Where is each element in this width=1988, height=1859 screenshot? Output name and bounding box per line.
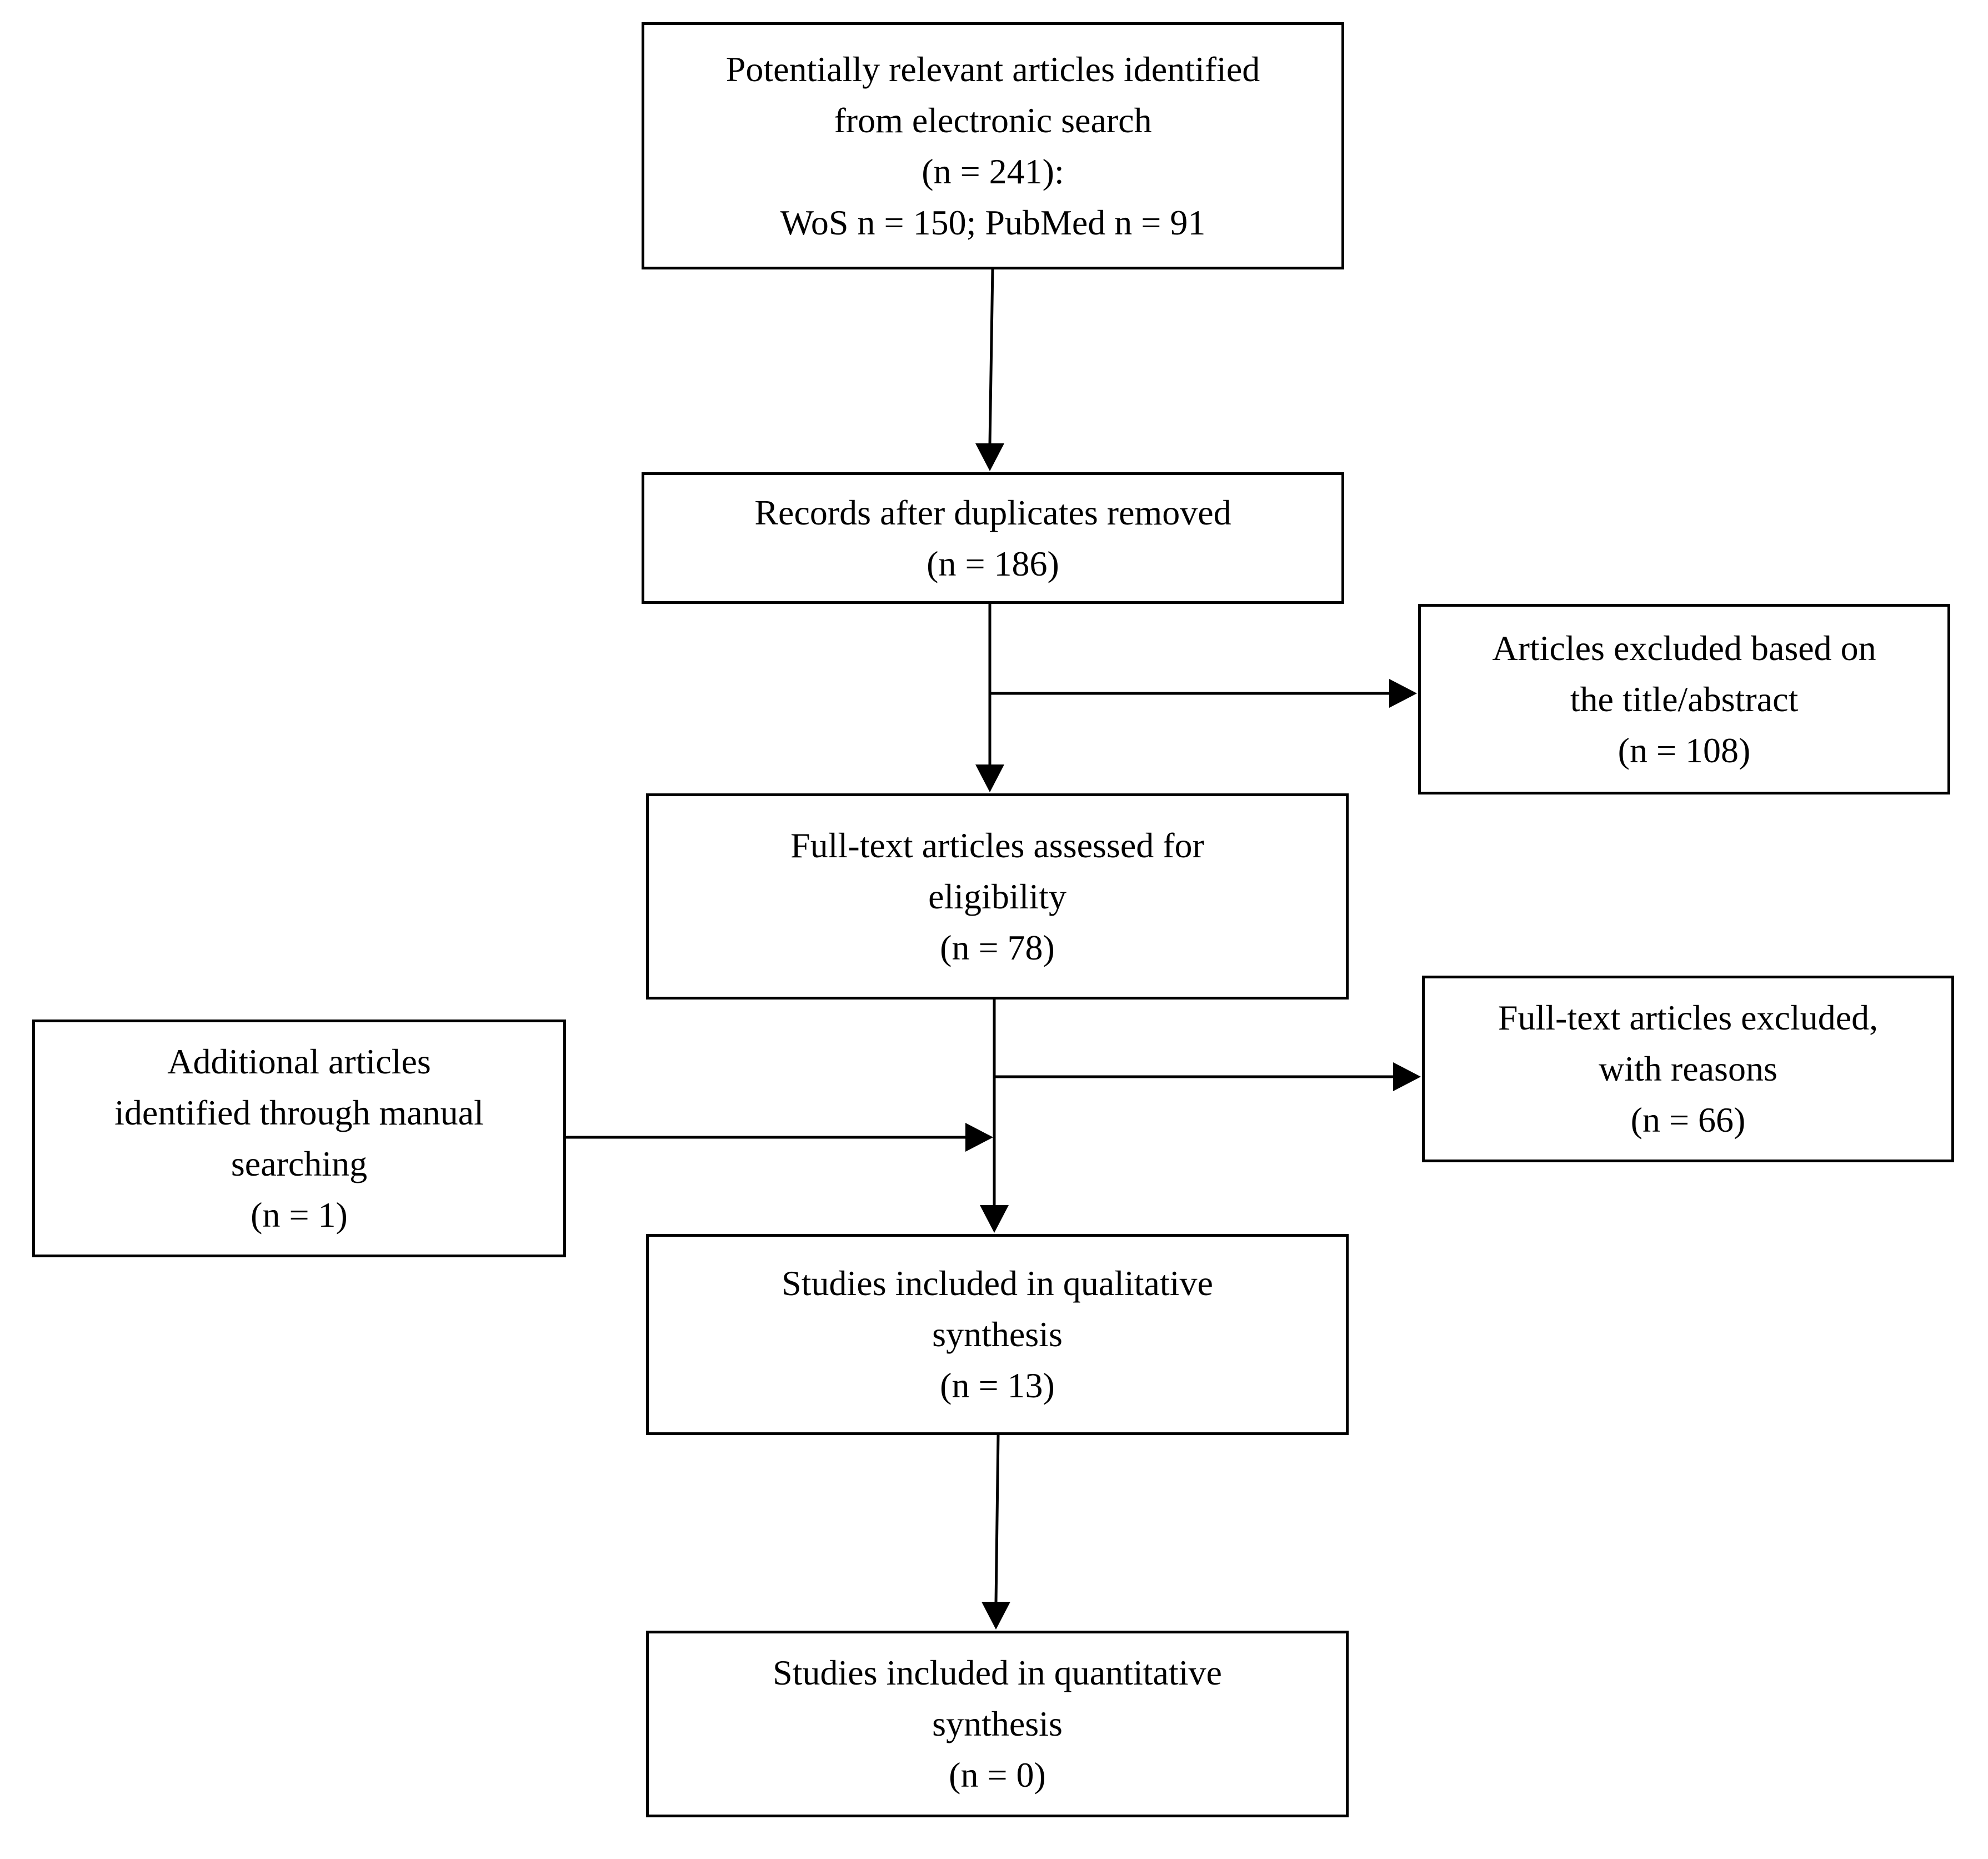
connector-identified-to-duplicates — [988, 269, 994, 445]
fulltext-line-1: Full-text articles assessed for — [790, 825, 1204, 865]
quantitative-line-2: synthesis — [932, 1704, 1063, 1743]
excluded-title-abstract-box: Articles excluded based on the title/abs… — [1418, 604, 1950, 794]
quantitative-synthesis-box: Studies included in quantitative synthes… — [646, 1631, 1349, 1817]
quantitative-line-3: (n = 0) — [949, 1755, 1046, 1795]
fulltext-line-3: (n = 78) — [940, 927, 1055, 967]
manual-line-3: searching — [231, 1144, 368, 1183]
connector-qualitative-to-quantitative — [994, 1435, 1000, 1603]
duplicates-removed-box: Records after duplicates removed (n = 18… — [642, 472, 1344, 604]
arrowhead-to-excluded-fulltext — [1393, 1062, 1421, 1091]
excluded-ft-line-3: (n = 66) — [1630, 1100, 1746, 1140]
identified-line-3: (n = 241): — [922, 151, 1064, 191]
arrowhead-from-manual — [965, 1123, 993, 1152]
arrowhead-to-excluded-title-abstract — [1389, 679, 1417, 708]
arrowhead-to-fulltext — [975, 764, 1004, 792]
fulltext-excluded-box: Full-text articles excluded, with reason… — [1422, 976, 1954, 1162]
manual-line-4: (n = 1) — [251, 1195, 348, 1235]
manual-line-2: identified through manual — [114, 1093, 484, 1132]
qualitative-line-3: (n = 13) — [940, 1366, 1055, 1405]
duplicates-line-1: Records after duplicates removed — [754, 492, 1231, 532]
identified-line-2: from electronic search — [834, 100, 1152, 140]
identified-records-box: Potentially relevant articles identified… — [642, 22, 1344, 269]
identified-line-1: Potentially relevant articles identified — [725, 49, 1260, 89]
manual-search-box: Additional articles identified through m… — [32, 1020, 566, 1257]
qualitative-line-2: synthesis — [932, 1315, 1063, 1354]
arrowhead-to-qualitative — [980, 1205, 1009, 1233]
qualitative-line-1: Studies included in qualitative — [782, 1263, 1213, 1303]
manual-line-1: Additional articles — [167, 1042, 431, 1081]
excluded-ta-line-1: Articles excluded based on — [1492, 628, 1876, 668]
identified-line-4: WoS n = 150; PubMed n = 91 — [780, 202, 1206, 242]
duplicates-line-2: (n = 186) — [927, 543, 1059, 583]
arrowhead-to-quantitative — [982, 1602, 1010, 1630]
excluded-ta-line-2: the title/abstract — [1570, 679, 1799, 719]
quantitative-line-1: Studies included in quantitative — [773, 1653, 1222, 1692]
fulltext-line-2: eligibility — [928, 876, 1066, 916]
excluded-ta-line-3: (n = 108) — [1618, 730, 1751, 770]
excluded-ft-line-2: with reasons — [1599, 1049, 1777, 1088]
fulltext-assessed-box: Full-text articles assessed for eligibil… — [646, 793, 1349, 1000]
qualitative-synthesis-box: Studies included in qualitative synthesi… — [646, 1234, 1349, 1435]
excluded-ft-line-1: Full-text articles excluded, — [1498, 998, 1879, 1037]
arrowhead-to-duplicates — [975, 443, 1004, 471]
